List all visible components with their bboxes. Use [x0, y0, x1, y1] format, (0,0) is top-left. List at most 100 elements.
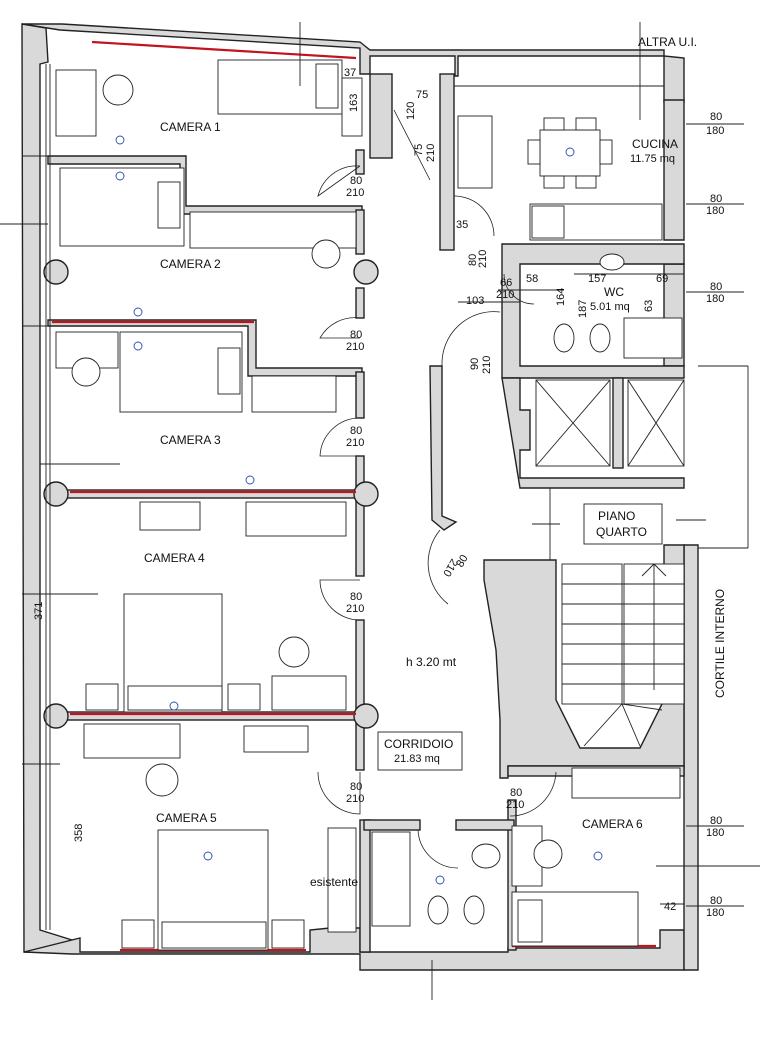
dimension-labels: 37 163 75 120 75 210 80 210 80 210 80 21… — [33, 67, 724, 919]
dim-163: 163 — [348, 94, 360, 112]
wardrobe-c3 — [251, 375, 337, 413]
dim-c5-h: 210 — [346, 793, 364, 805]
dim-75b: 75 — [413, 144, 425, 156]
label-camera-4: CAMERA 4 — [144, 551, 205, 565]
dim-80v: 80 — [467, 254, 479, 266]
chair-c4 — [278, 636, 310, 668]
wardrobe-c6 — [571, 767, 681, 799]
bath-sink — [471, 843, 501, 869]
lamp-icon — [133, 307, 143, 317]
lamp-icon — [203, 851, 213, 861]
corr-left-2 — [355, 209, 365, 255]
door-c6[interactable] — [509, 771, 557, 817]
desk-c4 — [271, 675, 347, 711]
lamp-icon — [245, 475, 255, 485]
outer-walls — [21, 23, 699, 971]
dim-win4-w: 80 — [710, 815, 722, 827]
label-altra-ui: ALTRA U.I. — [638, 35, 697, 49]
column-c3-right — [353, 481, 379, 507]
dim-42: 42 — [664, 901, 676, 913]
lamp-icon — [565, 147, 575, 157]
fridge — [457, 115, 493, 189]
top-wall — [21, 23, 685, 103]
column-c2-left — [43, 259, 69, 285]
dim-103: 103 — [466, 295, 484, 307]
dim-win2-w: 80 — [710, 193, 722, 205]
label-wc-area: 5.01 mq — [590, 301, 630, 313]
door-c1[interactable] — [317, 165, 361, 197]
door-shaft[interactable] — [393, 109, 431, 181]
corr-left-6 — [355, 619, 365, 771]
door-kitchen[interactable] — [453, 195, 495, 237]
dim-corr-w: 80 — [510, 787, 522, 799]
column-c3-left — [43, 481, 69, 507]
left-windows — [22, 64, 51, 930]
dim-win3-w: 80 — [710, 281, 722, 293]
label-cucina: CUCINA — [632, 137, 678, 151]
wc-shower — [623, 317, 683, 359]
dimension-lines — [0, 22, 760, 1000]
door-c3[interactable] — [319, 417, 361, 457]
stove — [531, 205, 565, 239]
corr-left-3 — [355, 287, 365, 319]
desk-c5 — [83, 723, 181, 759]
label-camera-2: CAMERA 2 — [160, 257, 221, 271]
dim-371: 371 — [33, 602, 45, 620]
dim-c2-h: 210 — [346, 341, 364, 353]
dim-164: 164 — [555, 288, 567, 306]
corr-left-1 — [355, 149, 365, 175]
lamp-icon — [115, 171, 125, 181]
dim-win4-h: 180 — [706, 827, 724, 839]
bathtub — [371, 831, 411, 927]
elevator-divider — [612, 377, 624, 469]
dim-c5-w: 80 — [350, 781, 362, 793]
right-wall-top — [663, 99, 685, 241]
door-c4[interactable] — [319, 579, 361, 621]
wc-sink — [599, 253, 625, 271]
dim-win3-h: 180 — [706, 293, 724, 305]
wardrobe-c4 — [245, 501, 347, 537]
dim-c2-w: 80 — [350, 329, 362, 341]
dim-win2-h: 180 — [706, 205, 724, 217]
dim-c1-h: 210 — [346, 187, 364, 199]
dim-win1-w: 80 — [710, 111, 722, 123]
dim-win1-h: 180 — [706, 125, 724, 137]
door-diag[interactable] — [427, 529, 449, 605]
label-camera-1: CAMERA 1 — [160, 120, 221, 134]
dim-69: 69 — [656, 273, 668, 285]
stairs — [561, 563, 685, 747]
lamp-icon — [133, 341, 143, 351]
dim-210v: 210 — [477, 250, 489, 268]
door-c5[interactable] — [317, 771, 361, 815]
dim-c4-h: 210 — [346, 603, 364, 615]
dim-187: 187 — [577, 300, 589, 318]
dim-win5-h: 180 — [706, 907, 724, 919]
dim-wc-door-h: 210 — [496, 289, 514, 301]
label-camera-6: CAMERA 6 — [582, 817, 643, 831]
chair-c5 — [145, 763, 179, 797]
lamp-icon — [435, 875, 445, 885]
dim-63: 63 — [643, 300, 655, 312]
dim-wc-door-w: 66 — [500, 277, 512, 289]
label-quarto: QUARTO — [596, 525, 647, 539]
furniture — [55, 59, 685, 951]
wc-toilet — [553, 323, 575, 353]
desk-c6 — [511, 825, 543, 887]
elevator-wall — [501, 377, 685, 489]
dim-358: 358 — [73, 824, 85, 842]
label-cortile: CORTILE INTERNO — [713, 589, 727, 698]
column-c4-right — [353, 703, 379, 729]
dim-157: 157 — [588, 273, 606, 285]
lamp-icon — [115, 135, 125, 145]
door-wc[interactable] — [503, 273, 535, 305]
label-wc: WC — [604, 285, 624, 299]
desk-c1 — [55, 69, 97, 137]
chair-c3 — [71, 357, 101, 387]
door-c2[interactable] — [319, 317, 361, 339]
door-corr[interactable] — [441, 311, 501, 367]
dim-58: 58 — [526, 273, 538, 285]
dim-210c: 210 — [481, 356, 493, 374]
bath-top-wall-2 — [455, 819, 515, 831]
door-bath[interactable] — [417, 829, 459, 869]
